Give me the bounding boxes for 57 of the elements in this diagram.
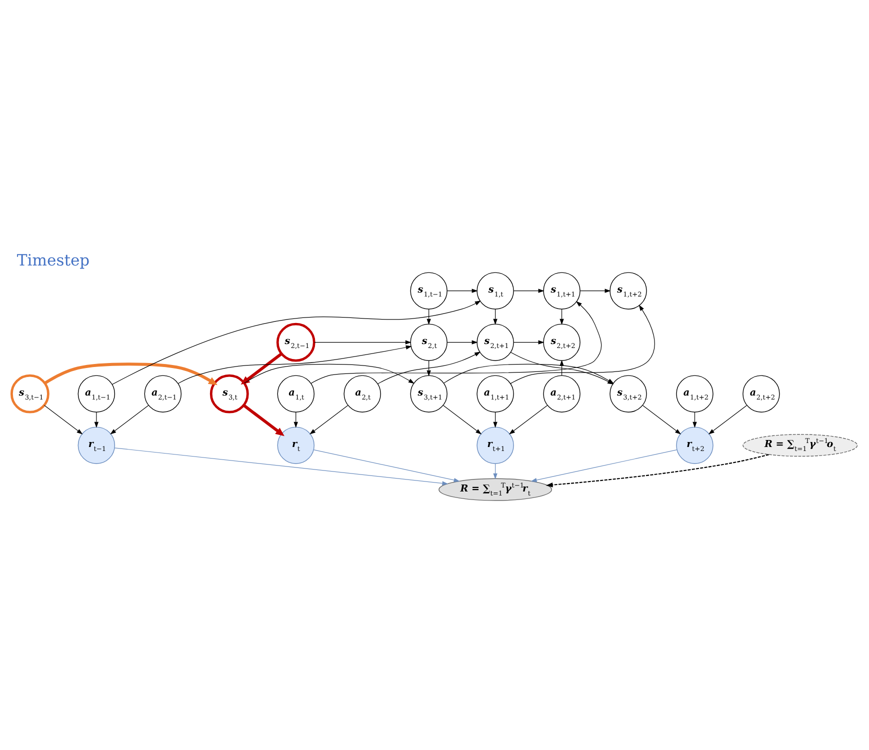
node-circle: s$_{1,t−1}$	[410, 272, 448, 309]
node-circle: s$_{3,t}$	[210, 374, 249, 413]
node-circle: a$_{1,t+2}$	[676, 374, 714, 412]
arrow	[560, 308, 564, 324]
node-circle: s$_{2,t+2}$	[543, 323, 580, 360]
arrow	[310, 300, 602, 384]
arrow	[708, 404, 748, 434]
arrow	[44, 404, 83, 434]
arrow	[642, 404, 682, 434]
node-circle: a$_{2,t−1}$	[144, 374, 182, 412]
arrow	[692, 412, 697, 428]
arrow	[110, 404, 149, 434]
arrow	[112, 300, 481, 384]
arrow	[114, 447, 448, 485]
node-circle: s$_{2,t+1}$	[476, 323, 514, 360]
node-circle: s$_{1,t}$	[476, 272, 514, 309]
arrow	[442, 404, 482, 434]
arrow	[580, 288, 611, 292]
arrow	[377, 351, 481, 384]
arrow	[493, 308, 498, 324]
node-circle: a$_{2,t+2}$	[742, 374, 780, 412]
arrow	[508, 404, 548, 434]
arrow	[493, 412, 498, 428]
node-circle: a$_{1,t+1}$	[476, 374, 514, 412]
arrow	[313, 449, 460, 482]
arrow	[244, 363, 414, 384]
arrow	[44, 362, 218, 385]
arrow	[242, 404, 284, 436]
arrow	[294, 412, 298, 428]
node-circle: s$_{1,t+2}$	[610, 272, 647, 309]
arrow	[240, 352, 282, 384]
arrow	[178, 344, 412, 384]
arrow	[493, 462, 498, 479]
node-circle: s$_{2,t−1}$	[276, 322, 316, 362]
arrow	[546, 454, 769, 487]
arrow	[446, 340, 478, 344]
node-circle: s$_{2,t}$	[410, 323, 448, 360]
arrow	[310, 404, 348, 434]
diagram-title: Timestep	[16, 250, 90, 269]
arrow	[314, 340, 412, 344]
arrow	[513, 288, 544, 292]
node-circle: a$_{2,t}$	[344, 374, 381, 412]
node-circle: s$_{3,t+1}$	[410, 374, 448, 412]
arrow	[446, 288, 478, 292]
arrow	[530, 449, 678, 482]
node-circle: s$_{3,t+2}$	[610, 374, 647, 412]
node-ellipse: R = ∑$_{t=1}$$^{T}$γ$^{t−1}$o$_{t}$	[742, 434, 858, 456]
node-circle: s$_{1,t+1}$	[543, 272, 580, 309]
arrow	[513, 340, 544, 344]
node-circle: a$_{2,t+1}$	[543, 374, 580, 412]
arrow	[94, 412, 99, 428]
arrow	[560, 359, 564, 376]
node-circle: a$_{1,t−1}$	[78, 374, 116, 412]
node-circle: s$_{3,t−1}$	[10, 374, 50, 413]
node-circle: r$_{t}$	[277, 426, 314, 464]
arrow	[426, 308, 431, 324]
node-circle: a$_{1,t}$	[277, 374, 314, 412]
